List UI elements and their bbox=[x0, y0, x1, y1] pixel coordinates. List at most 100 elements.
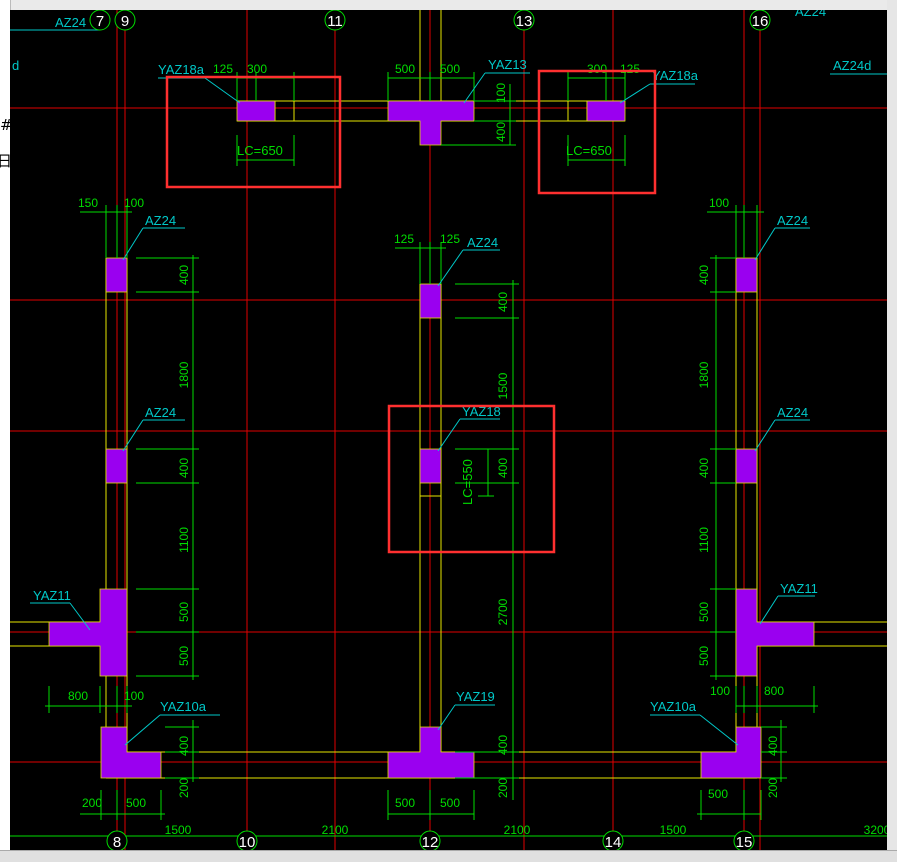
dimension-value: 1500 bbox=[660, 823, 687, 837]
highlight-box-left bbox=[165, 75, 342, 189]
column-az24 bbox=[735, 257, 758, 293]
dimension-value: 500 bbox=[177, 646, 191, 666]
dimension-lines bbox=[10, 72, 887, 837]
dimension-value: 125 bbox=[440, 232, 460, 246]
dimension-value: 400 bbox=[177, 736, 191, 756]
column-label: YAZ10a bbox=[650, 699, 697, 714]
dimension-value: 150 bbox=[78, 196, 98, 210]
dimension-value: 200 bbox=[177, 778, 191, 798]
dimension-value: 500 bbox=[708, 787, 728, 801]
dimension-value: 100 bbox=[124, 689, 144, 703]
column-label: d bbox=[12, 58, 19, 73]
highlight-boxes bbox=[165, 69, 657, 554]
dimension-value: 400 bbox=[766, 736, 780, 756]
dimension-value: 2700 bbox=[496, 598, 510, 625]
dimension-value: 400 bbox=[177, 265, 191, 285]
dimension-value: 100 bbox=[124, 196, 144, 210]
column-label: AZ24 bbox=[795, 10, 826, 19]
highlight-box-center bbox=[387, 404, 556, 554]
dimension-value: 3200 bbox=[864, 823, 887, 837]
axis-label: 8 bbox=[113, 834, 121, 850]
axis-label: 16 bbox=[752, 13, 769, 30]
left-panel-glyph: # bbox=[0, 116, 13, 134]
dimension-value: 400 bbox=[494, 122, 508, 142]
highlight-box-right bbox=[537, 69, 657, 195]
column-yaz11-right bbox=[735, 588, 815, 677]
dimension-value: 400 bbox=[496, 458, 510, 478]
dimension-value: 125 bbox=[213, 62, 233, 76]
column-label: AZ24 bbox=[777, 213, 808, 228]
dimension-value: 300 bbox=[247, 62, 267, 76]
axis-bubble-icon bbox=[602, 830, 624, 850]
dimension-value: 200 bbox=[82, 796, 102, 810]
dimension-value: 500 bbox=[440, 62, 460, 76]
dimension-value: 200 bbox=[766, 778, 780, 798]
column-label: YAZ18a bbox=[652, 68, 699, 83]
left-panel-glyph: 日 bbox=[0, 152, 13, 170]
column-az24 bbox=[105, 257, 128, 293]
dimension-value: 2100 bbox=[504, 823, 531, 837]
axis-label: 7 bbox=[96, 13, 104, 30]
axis-bubble-icon bbox=[419, 830, 441, 850]
column-label: AZ24 bbox=[145, 405, 176, 420]
dimension-numbers: 125 300 500 500 300 125 100 400 150 100 … bbox=[68, 62, 887, 837]
toolbar-strip bbox=[0, 0, 897, 10]
column-az24 bbox=[419, 283, 442, 319]
axis-label: 11 bbox=[327, 13, 343, 30]
scrollbar-strip[interactable] bbox=[887, 0, 897, 861]
axis-label: 12 bbox=[422, 834, 439, 850]
dimension-value: 100 bbox=[709, 196, 729, 210]
dimension-value: 100 bbox=[710, 684, 730, 698]
lc-label: LC=550 bbox=[460, 459, 475, 505]
dimension-value: 500 bbox=[440, 796, 460, 810]
column-yaz18a-left bbox=[236, 100, 276, 122]
axis-label: 13 bbox=[516, 13, 533, 30]
dimension-value: 400 bbox=[496, 735, 510, 755]
dimension-value: 500 bbox=[126, 796, 146, 810]
column-label: YAZ13 bbox=[488, 57, 527, 72]
column-az24 bbox=[735, 448, 758, 484]
axis-label: 14 bbox=[605, 834, 622, 850]
axis-bubble-icon bbox=[114, 10, 136, 31]
axis-label: 15 bbox=[736, 834, 753, 850]
dimension-value: 400 bbox=[496, 292, 510, 312]
column-label: AZ24 bbox=[467, 235, 498, 250]
column-label: AZ24d bbox=[833, 58, 871, 73]
dimension-value: 800 bbox=[68, 689, 88, 703]
dimension-value: 125 bbox=[620, 62, 640, 76]
dimension-value: 500 bbox=[395, 796, 415, 810]
axis-bubble-icon bbox=[324, 10, 346, 31]
axis-lines bbox=[10, 10, 887, 850]
axis-bubble-icon bbox=[236, 830, 258, 850]
column-label: YAZ10a bbox=[160, 699, 207, 714]
dimension-value: 1500 bbox=[496, 372, 510, 399]
column-label: YAZ18 bbox=[462, 404, 501, 419]
axis-label: 10 bbox=[239, 834, 256, 850]
column-labels: AZ24 AZ24 d AZ24d YAZ18a YAZ13 YAZ18a AZ… bbox=[12, 10, 871, 714]
dimension-value: 500 bbox=[177, 602, 191, 622]
axis-bubble-icon bbox=[733, 830, 755, 850]
cad-canvas[interactable]: 7 9 11 13 16 8 10 12 14 15 AZ24 AZ24 d A… bbox=[10, 10, 887, 850]
axis-label: 9 bbox=[121, 13, 129, 30]
column-label: YAZ11 bbox=[780, 581, 818, 596]
dimension-value: 800 bbox=[764, 684, 784, 698]
status-strip bbox=[0, 850, 897, 862]
column-yaz11-left bbox=[48, 588, 128, 677]
column-label: AZ24 bbox=[777, 405, 808, 420]
columns bbox=[48, 100, 815, 779]
column-label: YAZ18a bbox=[158, 62, 205, 77]
dimension-value: 1100 bbox=[697, 527, 711, 553]
lc-labels: LC=650 LC=650 LC=550 bbox=[237, 143, 612, 505]
column-label: AZ24 bbox=[55, 15, 86, 30]
dimension-value: 500 bbox=[697, 602, 711, 622]
dimension-value: 500 bbox=[697, 646, 711, 666]
dimension-value: 1800 bbox=[177, 361, 191, 388]
axis-bubble-icon bbox=[749, 10, 771, 31]
dimension-value: 400 bbox=[177, 458, 191, 478]
column-yaz13 bbox=[387, 100, 475, 146]
dimension-value: 1100 bbox=[177, 527, 191, 553]
dimension-value: 125 bbox=[394, 232, 414, 246]
column-yaz18a-right bbox=[586, 100, 626, 122]
drawing-svg[interactable]: 7 9 11 13 16 8 10 12 14 15 AZ24 AZ24 d A… bbox=[10, 10, 887, 850]
column-label: YAZ19 bbox=[456, 689, 495, 704]
